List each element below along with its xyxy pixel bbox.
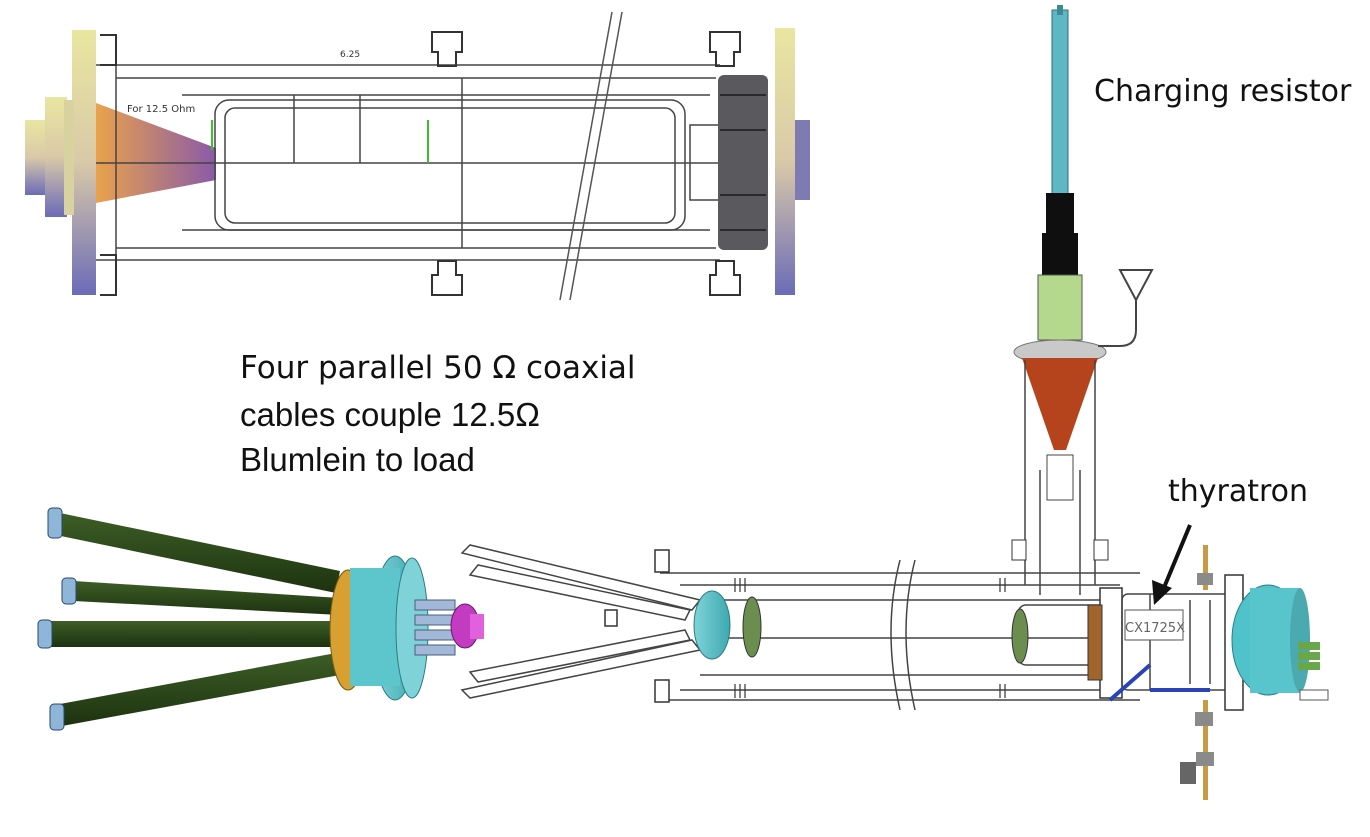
- coupling-flange: [693, 590, 731, 660]
- resistor-rod: [1051, 9, 1069, 196]
- ring-plate: [742, 596, 762, 658]
- resistor-black-sleeve: [1046, 193, 1074, 233]
- right-shaft: [795, 120, 810, 200]
- coax-cable-2: [74, 581, 340, 615]
- coax-cable-1: [56, 513, 340, 593]
- coax-cable-3: [48, 621, 340, 647]
- thyratron-arrow: [1152, 524, 1192, 605]
- thyratron-tube: [1124, 609, 1184, 641]
- charging-resistor-label: Charging resistor: [1094, 74, 1352, 109]
- blumlein-cross-section: 6.25 For 12.5 Ohm: [25, 11, 810, 301]
- resistor-green-sleeve: [1037, 274, 1083, 341]
- dimension-label: 6.25: [340, 50, 360, 60]
- thyratron-section: CX1725X: [1087, 545, 1329, 800]
- thyratron-label: thyratron: [1168, 474, 1309, 509]
- main-housing: [660, 559, 1140, 711]
- left-shaft: [25, 120, 47, 195]
- coaxial-cables: [37, 507, 484, 731]
- tube-marking: CX1725X: [1125, 621, 1185, 636]
- description-line-2: cables couple 12.5Ω: [240, 396, 540, 433]
- left-hub: [45, 97, 67, 217]
- right-flange: [775, 28, 795, 295]
- end-cap: [718, 75, 768, 250]
- description-line-3: Blumlein to load: [240, 441, 475, 478]
- coax-cable-4: [60, 653, 340, 726]
- left-flange: [72, 30, 96, 295]
- cable-fan-in: [460, 544, 702, 699]
- description-line-1: Four parallel 50 Ω coaxial: [240, 350, 636, 386]
- charging-resistor-assembly: [1011, 5, 1154, 595]
- resistor-cone: [1022, 358, 1098, 450]
- impedance-note: For 12.5 Ohm: [127, 104, 195, 115]
- tapered-cone: [96, 103, 216, 203]
